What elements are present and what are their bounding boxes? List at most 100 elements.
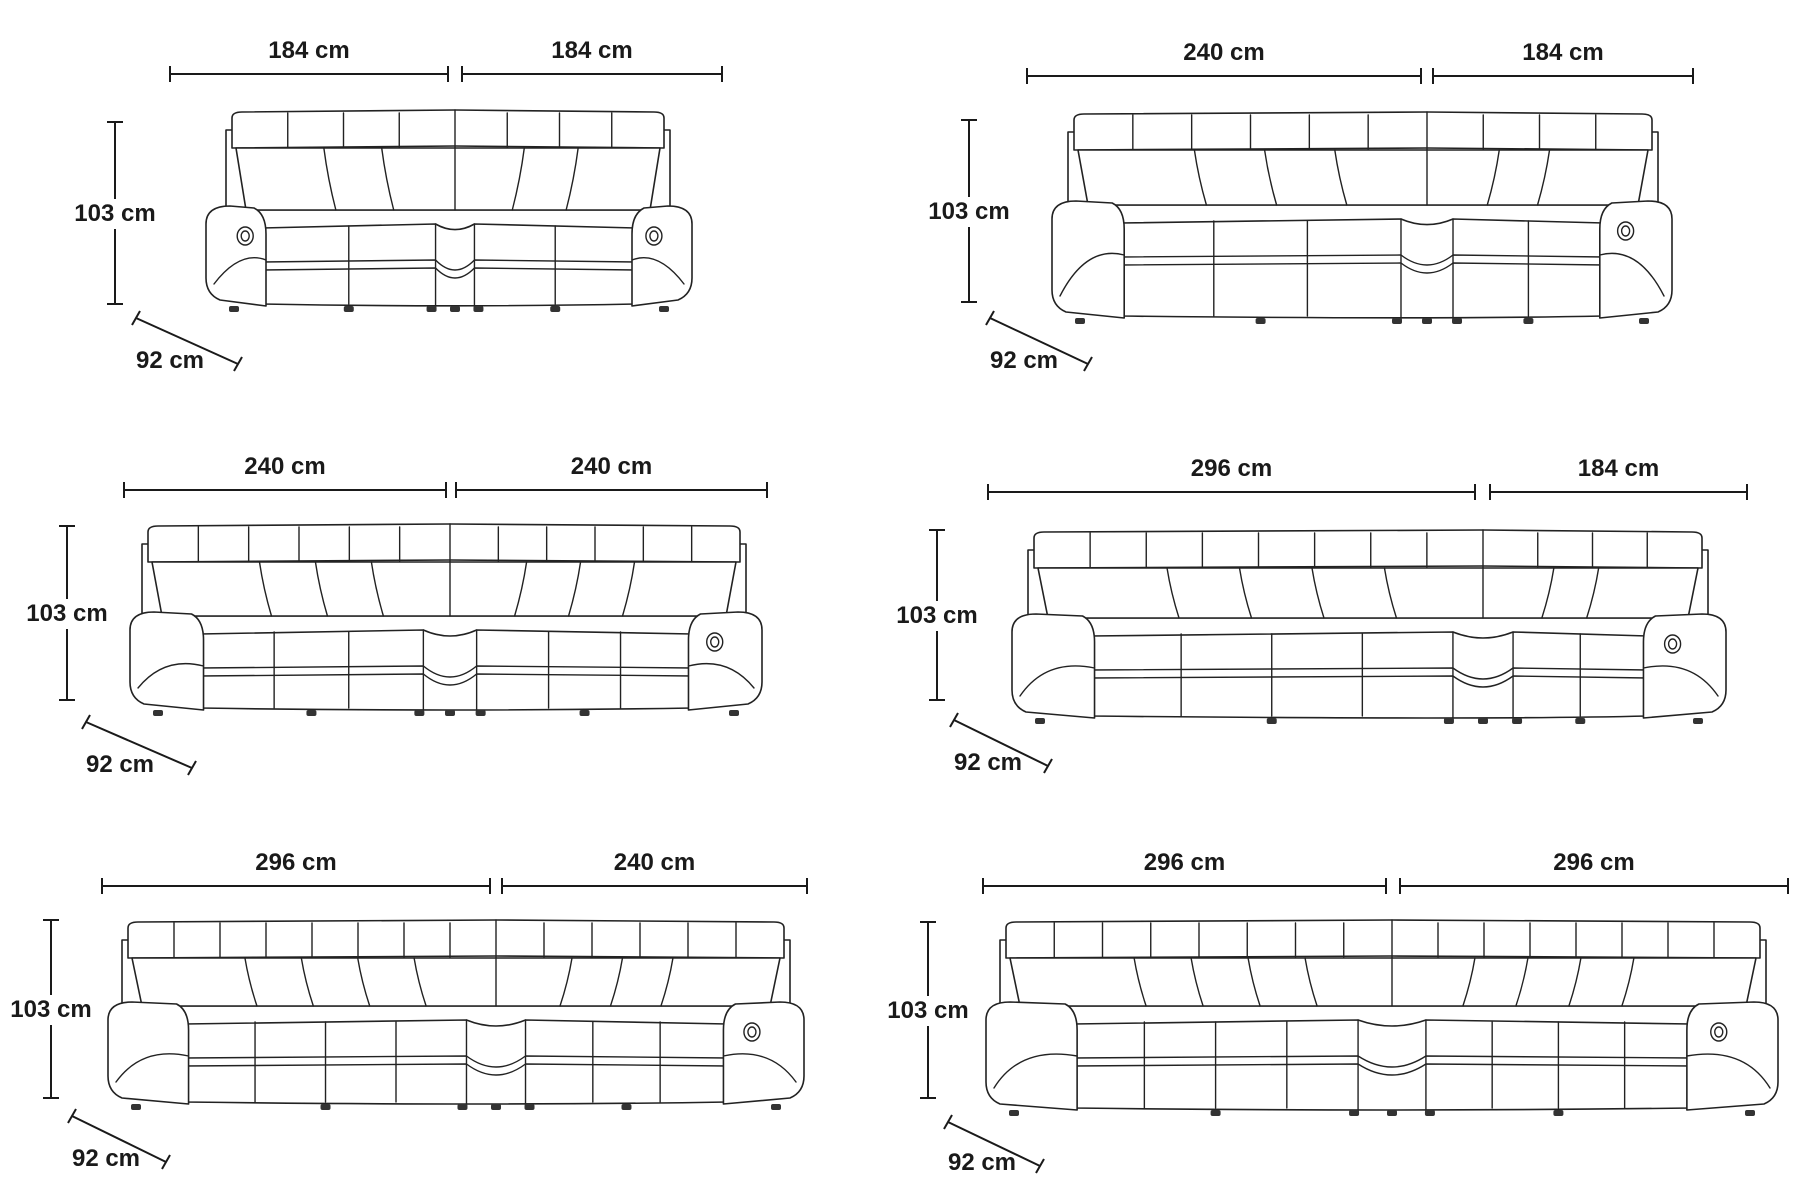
sofa-foot <box>1210 1110 1221 1116</box>
sofa-foot <box>320 1104 331 1110</box>
back-cushion-seam <box>1193 149 1208 206</box>
back-cushion-seam <box>1568 957 1582 1007</box>
back-cushion-seam <box>244 957 258 1007</box>
corner-sofa-drawing <box>129 523 763 716</box>
sofa-base <box>1119 218 1605 319</box>
label-backing <box>7 995 95 1025</box>
label-backing <box>71 199 159 229</box>
sofa-foot <box>550 306 561 312</box>
right-armrest <box>687 611 763 711</box>
dimension-tick <box>985 310 995 326</box>
back-cushion-seam <box>1621 957 1635 1007</box>
recline-button-icon <box>1667 638 1678 650</box>
corner-sofa-drawing <box>205 109 693 312</box>
right-armrest-curve <box>1599 252 1665 297</box>
label-backing <box>893 601 981 631</box>
dimension-tick <box>1043 758 1053 774</box>
footrest-line <box>1072 1063 1692 1076</box>
back-cushion-seam <box>559 957 573 1007</box>
headrest-band <box>147 523 741 563</box>
sofa-foot <box>131 1104 141 1110</box>
depth-label: 92 cm <box>948 1149 1016 1176</box>
recline-button-icon <box>1710 1022 1728 1042</box>
sofa-foot <box>426 306 437 312</box>
left-armrest-curve <box>137 662 205 689</box>
recline-button-icon <box>236 226 254 246</box>
sofa-foot <box>1553 1110 1564 1116</box>
left-armrest-curve <box>1059 252 1125 297</box>
sofa-foot <box>306 710 317 716</box>
sofa-foot <box>475 710 486 716</box>
back-cushion-seam <box>1263 149 1278 206</box>
recline-button-icon <box>747 1026 757 1038</box>
left-armrest-curve <box>1019 665 1096 697</box>
footrest-line <box>183 1063 729 1076</box>
height-label: 103 cm <box>10 996 91 1023</box>
left-armrest-curve <box>993 1053 1078 1089</box>
recline-button-icon <box>1616 221 1635 241</box>
back-cushion-seam <box>1536 149 1551 206</box>
back-cushions <box>151 561 737 617</box>
sofa-foot <box>1075 318 1085 324</box>
dimension-tick <box>233 356 243 372</box>
sofa-foot <box>1478 718 1488 724</box>
back-cushions <box>1077 149 1649 206</box>
corner-sofa-drawing <box>1011 529 1727 724</box>
back-cushion-seam <box>357 957 371 1007</box>
corner-sofa-drawing <box>985 919 1779 1116</box>
back-cushion-seam <box>1334 149 1348 206</box>
depth-label: 92 cm <box>954 749 1022 776</box>
right-armrest <box>631 205 693 307</box>
sofa-foot <box>1035 718 1045 724</box>
back-cushion-seam <box>1247 957 1261 1007</box>
recline-button-icon <box>743 1022 761 1042</box>
headrest-band <box>1073 111 1653 151</box>
sofa-base <box>1089 631 1649 719</box>
height-label: 103 cm <box>26 600 107 627</box>
sofa-foot <box>450 306 460 312</box>
dimension-tick <box>1035 1158 1045 1174</box>
recline-button-icon <box>710 636 720 648</box>
back-cushions <box>1009 957 1757 1007</box>
sofa-foot <box>579 710 590 716</box>
height-label: 103 cm <box>74 200 155 227</box>
dimension-tick <box>949 712 959 728</box>
left-width-label: 296 cm <box>255 849 336 876</box>
back-cushion-seam <box>314 561 329 617</box>
depth-dimension-line <box>989 317 1089 365</box>
depth-label: 92 cm <box>86 751 154 778</box>
back-cushion-seam <box>323 147 337 211</box>
label-backing <box>925 197 1013 227</box>
sofa-foot <box>1387 1110 1397 1116</box>
sofa-foot <box>445 710 455 716</box>
sofa-foot <box>1575 718 1586 724</box>
dimension-tick <box>161 1154 171 1170</box>
dimension-tick <box>943 1114 953 1130</box>
sofa-foot <box>1693 718 1703 724</box>
sofa-foot <box>1512 718 1523 724</box>
sofa-foot <box>343 306 354 312</box>
corner-sofa-drawing <box>1051 111 1673 324</box>
corner-sofa-drawing <box>107 919 805 1110</box>
back-cushion-seam <box>1311 567 1325 619</box>
sofa-foot <box>524 1104 535 1110</box>
seat-front-line <box>1089 667 1649 680</box>
recline-button-icon <box>240 230 250 242</box>
depth-dimension-line <box>135 317 239 365</box>
right-armrest-curve <box>687 662 755 689</box>
back-cushion-seam <box>660 957 674 1007</box>
back-cushion-seam <box>1238 567 1253 619</box>
sofa-foot <box>1391 318 1402 324</box>
right-width-label: 184 cm <box>1522 39 1603 66</box>
recline-button-icon <box>1714 1026 1724 1038</box>
left-armrest-curve <box>115 1053 190 1083</box>
sofa-foot <box>1639 318 1649 324</box>
depth-dimension-line <box>947 1121 1041 1167</box>
back-cushion-seam <box>370 561 385 617</box>
back-cushion-seam <box>1541 567 1555 619</box>
right-armrest-curve <box>631 257 685 285</box>
